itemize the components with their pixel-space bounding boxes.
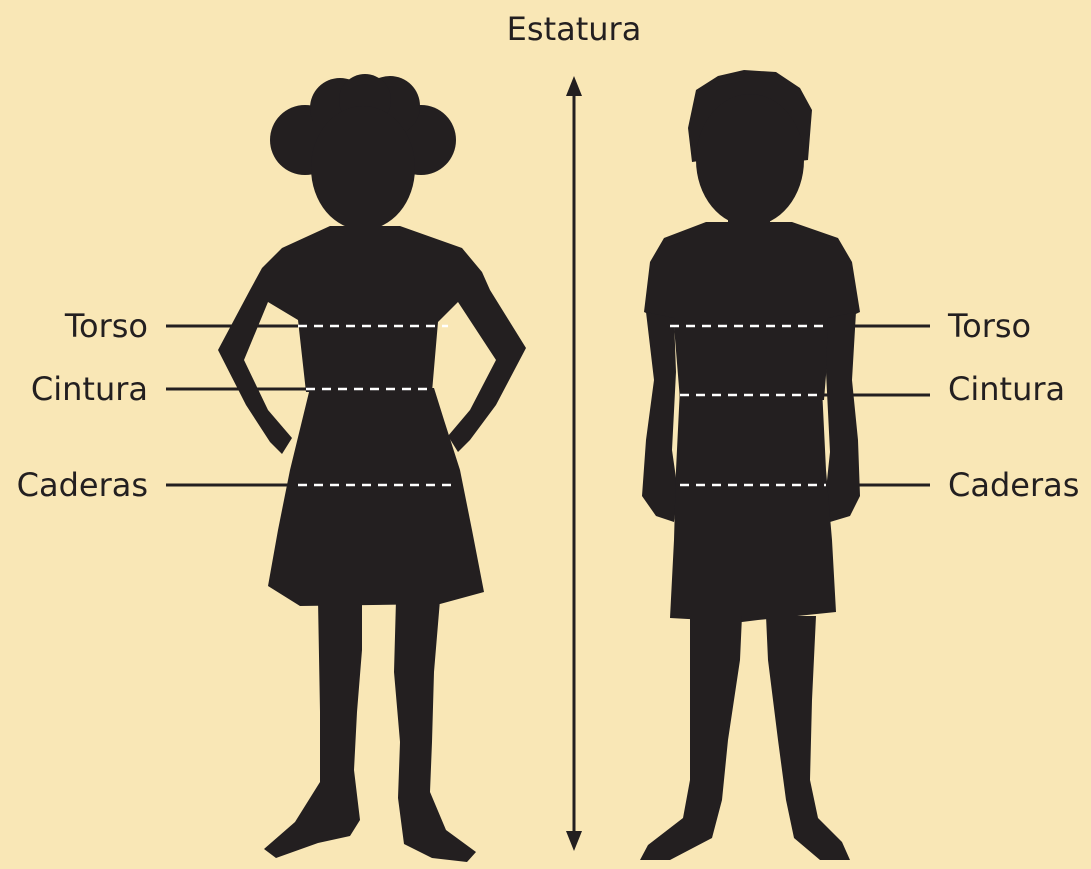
- right-waist-label: Cintura: [948, 370, 1065, 408]
- left-torso-label: Torso: [64, 307, 148, 345]
- left-waist-label: Cintura: [31, 370, 148, 408]
- right-torso-label: Torso: [947, 307, 1031, 345]
- left-hips-label: Caderas: [17, 466, 148, 504]
- right-hips-label: Caderas: [948, 466, 1079, 504]
- girl-silhouette: [218, 74, 526, 862]
- height-arrow: [566, 76, 582, 851]
- height-label: Estatura: [507, 10, 642, 48]
- boy-silhouette: [640, 70, 860, 860]
